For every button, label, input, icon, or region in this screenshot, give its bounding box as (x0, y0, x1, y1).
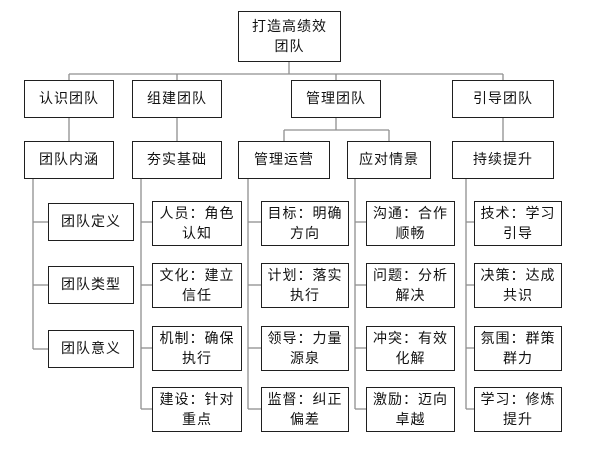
node-team-inner: 团队内涵 (24, 141, 114, 179)
leaf-goal-direction: 目标：明确方向 (261, 201, 349, 246)
leaf-team-definition: 团队定义 (48, 203, 134, 241)
leaf-mechanism-execution: 机制：确保执行 (152, 326, 242, 371)
leaf-learning-improve: 学习：修炼提升 (474, 387, 562, 432)
node-guide-team: 引导团队 (452, 80, 554, 118)
leaf-supervise-correct: 监督：纠正偏差 (261, 387, 349, 432)
leaf-team-meaning: 团队意义 (48, 330, 134, 368)
leaf-technique-learning: 技术：学习引导 (474, 201, 562, 246)
leaf-build-focus: 建设：针对重点 (152, 387, 242, 432)
node-improve: 持续提升 (452, 141, 554, 179)
node-situation: 应对情景 (347, 141, 431, 179)
leaf-culture-trust: 文化：建立信任 (152, 263, 242, 308)
leaf-atmosphere-collective: 氛围：群策群力 (474, 326, 562, 371)
node-operation: 管理运营 (238, 141, 330, 179)
node-foundation: 夯实基础 (132, 141, 222, 179)
leaf-plan-execution: 计划：落实执行 (261, 263, 349, 308)
leaf-motivation-excellence: 激励：迈向卓越 (366, 387, 455, 432)
root-line-2: 团队 (274, 38, 305, 55)
leaf-communication: 沟通：合作顺畅 (366, 201, 455, 246)
node-manage-team: 管理团队 (291, 80, 381, 118)
leaf-decision-consensus: 决策：达成共识 (474, 263, 562, 308)
node-know-team: 认识团队 (24, 80, 114, 118)
leaf-problem-solving: 问题：分析解决 (366, 263, 455, 308)
leaf-leadership-source: 领导：力量源泉 (261, 326, 349, 371)
root-line-1: 打造高绩效 (252, 18, 327, 35)
leaf-team-types: 团队类型 (48, 266, 134, 304)
leaf-people-role: 人员：角色认知 (152, 201, 242, 246)
node-build-team: 组建团队 (132, 80, 222, 118)
root-node: 打造高绩效 团队 (238, 11, 341, 62)
leaf-conflict-resolution: 冲突：有效化解 (366, 326, 455, 371)
